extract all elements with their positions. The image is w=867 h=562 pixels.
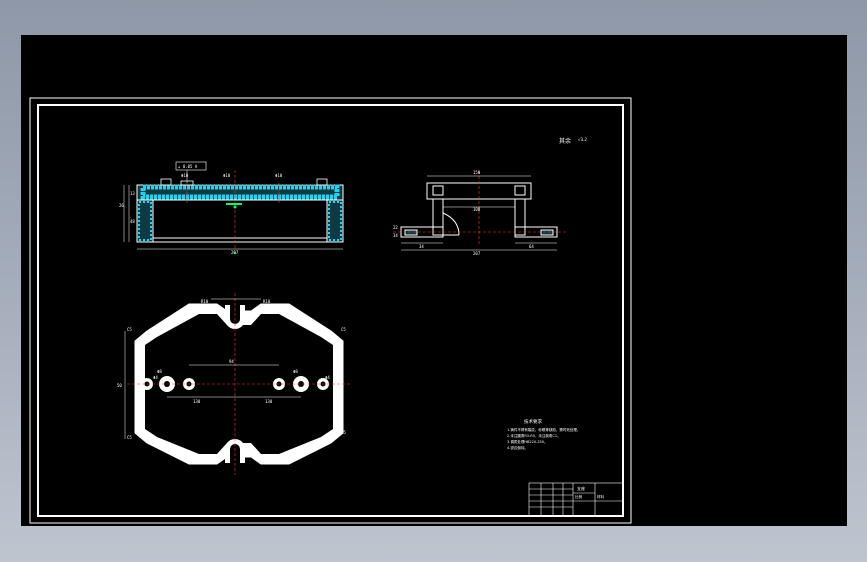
sheet-outer-border (29, 97, 632, 524)
roughness-note: 其余 √3.2 (559, 137, 587, 145)
front-view: ⊥ 0.05 A Φ10 Φ10 Φ10 13 26 48 207 (119, 161, 344, 255)
front-top-dim-2: Φ10 (223, 173, 231, 178)
tech-note-line-2: 2.未注圆角R3-R5，未注倒角C1。 (507, 433, 561, 438)
top-hole-dim-2: Φ4 (325, 375, 330, 380)
front-top-dim-1: Φ10 (181, 173, 189, 178)
top-hole-dim-4: Φ8 (293, 369, 298, 374)
title-block-material: 材料 (597, 494, 605, 499)
top-right-span: 130 (265, 399, 273, 404)
side-left-dim-1: 22 (393, 225, 398, 230)
tech-note-line-4: 4.锐边倒钝。 (507, 445, 528, 450)
tech-note-line-1: 1.铸件不得有裂纹、砂眼等缺陷，需时效处理。 (507, 427, 580, 432)
side-view (393, 171, 567, 251)
side-left-dim-2: 34 (393, 233, 398, 238)
tech-note-line-3: 3.调质处理HB220-250。 (507, 439, 548, 444)
top-dim-r-right: R10 (263, 299, 271, 304)
side-mid-dim: 100 (473, 207, 481, 212)
top-corner-dim-3: C5 (127, 435, 132, 440)
top-corner-dim-2: C5 (341, 327, 346, 332)
cad-drawing: 其余 √3.2 ⊥ 0.05 A Φ10 Φ10 Φ10 13 (29, 97, 632, 524)
tech-notes: 技术要求 1.铸件不得有裂纹、砂眼等缺陷，需时效处理。 2.未注圆角R3-R5，… (507, 418, 580, 450)
sheet-inner-border (37, 104, 624, 517)
top-height-dim: 50 (117, 383, 122, 388)
title-block (528, 482, 624, 517)
top-corner-dim-1: C5 (127, 327, 132, 332)
side-top-dim: 150 (473, 170, 481, 175)
top-dim-r-left: R10 (201, 299, 209, 304)
front-left-dim-2: 26 (119, 203, 124, 208)
roughness-value: √3.2 (578, 137, 587, 142)
front-left-dim-1: 13 (130, 191, 135, 196)
tech-notes-title: 技术要求 (524, 418, 542, 425)
title-block-scale: 比例 (575, 494, 583, 499)
front-top-dim-3: Φ10 (275, 173, 283, 178)
top-corner-dim-4: C5 (341, 430, 346, 435)
top-hole-dim-3: Φ8 (157, 369, 162, 374)
title-block-drawing-name: 支座 (577, 485, 585, 491)
front-tolerance-frame: ⊥ 0.05 A (178, 164, 198, 169)
side-bottom-right-dim: 64 (529, 244, 534, 249)
top-view (124, 293, 351, 475)
front-left-dim-3: 48 (130, 219, 135, 224)
roughness-label: 其余 (559, 137, 571, 145)
cad-viewport[interactable]: 其余 √3.2 ⊥ 0.05 A Φ10 Φ10 Φ10 13 (21, 35, 847, 526)
side-bottom-left-dim: 34 (419, 244, 424, 249)
top-hole-dim-1: Φ4 (153, 375, 158, 380)
top-center-span: 94 (229, 359, 234, 364)
top-left-span: 130 (193, 399, 201, 404)
side-overall-dim: 207 (473, 251, 481, 256)
